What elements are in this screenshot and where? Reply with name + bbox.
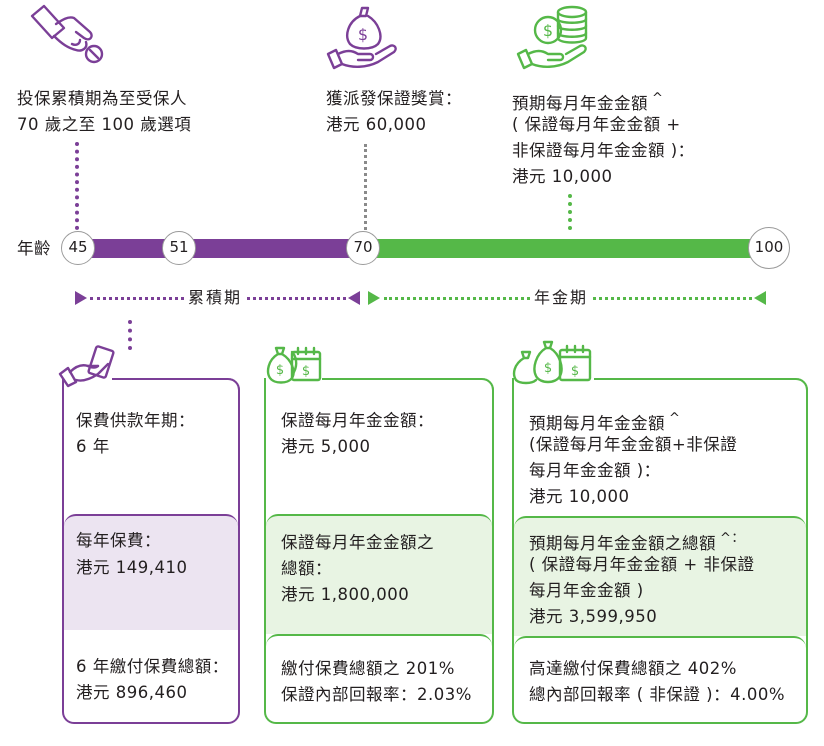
arrow-right-icon	[75, 291, 87, 305]
connector-dots	[128, 320, 132, 350]
svg-text:$: $	[276, 363, 284, 378]
premium-term-label: 保費供款年期：	[76, 411, 195, 430]
guaranteed-total-value: 港元 1,800,000	[281, 585, 410, 604]
box-top-corner	[478, 378, 494, 394]
arrow-left-icon	[754, 291, 766, 305]
expected-total-section	[514, 516, 806, 636]
age-marker-70: 70	[346, 231, 380, 265]
total-premium-value: 港元 896,460	[76, 683, 188, 702]
guaranteed-monthly-value: 港元 5,000	[281, 437, 371, 456]
connector-dots	[568, 194, 572, 230]
accumulation-bar	[78, 239, 364, 258]
money-bags-calendar-icon: $ $	[512, 340, 592, 385]
box-top-corner	[224, 378, 240, 394]
age-marker-51: 51	[162, 231, 196, 265]
svg-text:$: $	[543, 21, 553, 40]
connector-dots	[364, 144, 367, 230]
expected-annuity-note-2: 非保證每月年金金額 )：	[512, 141, 695, 160]
accumulation-option-label: 投保累積期為至受保人	[17, 89, 187, 108]
premium-summary-box	[62, 378, 240, 724]
expected-return-section	[514, 636, 806, 722]
age-marker-100: 100	[748, 227, 790, 269]
guaranteed-premium-ratio: 繳付保費總額之 201%	[281, 659, 455, 678]
guaranteed-total-section	[266, 514, 492, 634]
expected-annuity-box	[512, 378, 808, 724]
expected-total-note-2: 每月年金金額 )	[529, 581, 644, 600]
guaranteed-bonus-label: 獲派發保證獎賞：	[326, 89, 462, 108]
svg-text:$: $	[358, 25, 368, 44]
arrow-right-icon	[368, 291, 380, 305]
expected-annuity-note-1: ( 保證每月年金金額 +	[512, 115, 681, 134]
expected-annuity-label: 預期每月年金金額^	[512, 91, 664, 113]
guaranteed-annuity-box	[264, 378, 494, 724]
box-top-border	[112, 378, 228, 380]
annuity-bar	[364, 239, 768, 258]
expected-monthly-label: 預期每月年金金額^	[529, 411, 681, 433]
age-marker-45: 45	[61, 231, 95, 265]
expected-annuity-value: 港元 10,000	[512, 167, 613, 186]
expected-total-label: 預期每月年金金額之總額^：	[529, 531, 745, 553]
money-bags-calendar-icon: $ $	[266, 346, 322, 384]
expected-premium-ratio: 高達繳付保費總額之 402%	[529, 659, 737, 678]
guaranteed-monthly-label: 保證每月年金金額：	[281, 411, 434, 430]
arrow-left-icon	[348, 291, 360, 305]
guaranteed-irr: 保證內部回報率：2.03%	[281, 685, 472, 704]
connector-dots	[75, 142, 79, 230]
svg-text:$: $	[302, 364, 310, 379]
annual-premium-section	[64, 514, 238, 630]
box-top-border	[322, 378, 480, 380]
box-top-border	[594, 378, 794, 380]
expected-monthly-note-2: 每月年金金額 )：	[529, 461, 661, 480]
expected-total-value: 港元 3,599,950	[529, 607, 658, 626]
age-axis-label: 年齡	[17, 239, 51, 258]
svg-text:$: $	[544, 361, 552, 376]
accumulation-option-ages: 70 歲之至 100 歲選項	[17, 115, 192, 134]
guaranteed-bonus-value: 港元 60,000	[326, 115, 427, 134]
expected-monthly-note-1: (保證每月年金金額+非保證	[529, 435, 738, 454]
expected-total-note-1: ( 保證每月年金金額 + 非保證	[529, 555, 755, 574]
box-top-corner	[792, 378, 808, 394]
expected-monthly-value: 港元 10,000	[529, 487, 630, 506]
coin-stack-hand-icon: $	[516, 5, 588, 70]
annual-premium-value: 港元 149,410	[76, 558, 188, 577]
accumulation-period-label: 累積期	[186, 288, 245, 308]
guaranteed-total-label-2: 總額：	[281, 559, 332, 578]
annual-premium-label: 每年保費：	[76, 531, 161, 550]
premium-term-value: 6 年	[76, 437, 110, 456]
money-bag-hand-icon: $	[326, 6, 397, 70]
annuity-period-label: 年金期	[532, 288, 591, 308]
svg-text:$: $	[571, 364, 579, 379]
hand-coin-icon	[30, 4, 104, 64]
guaranteed-total-label: 保證每月年金金額之	[281, 533, 434, 552]
total-premium-label: 6 年繳付保費總額：	[76, 657, 229, 676]
expected-irr: 總內部回報率 ( 非保證 )：4.00%	[529, 685, 786, 704]
guaranteed-return-section	[266, 634, 492, 722]
